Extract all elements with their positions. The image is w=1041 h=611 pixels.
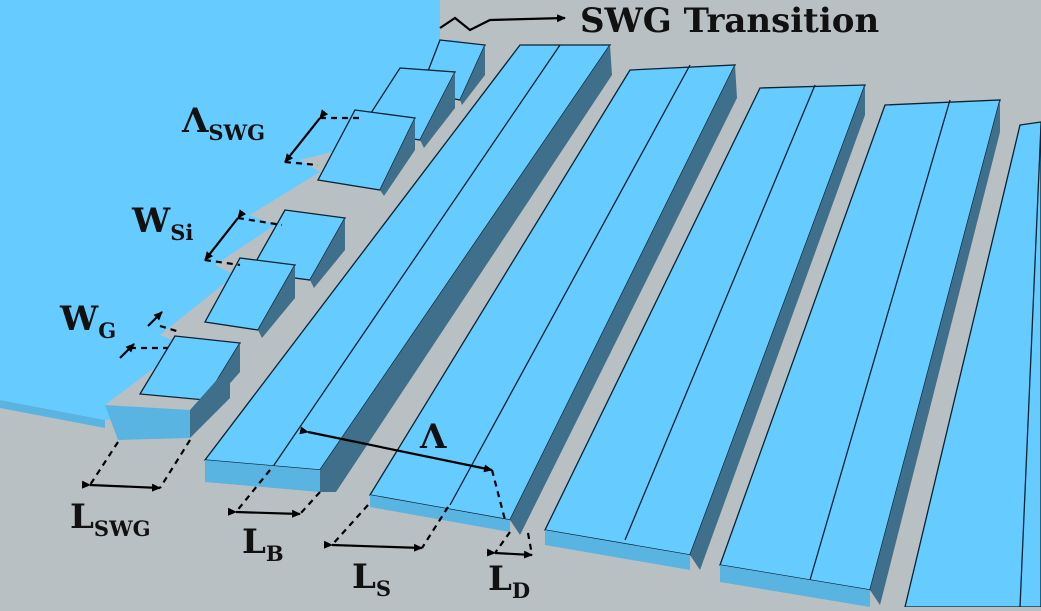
l-d-label: LD <box>488 559 530 603</box>
swg-transition-label: SWG Transition <box>580 1 879 41</box>
w-g-label: WG <box>59 299 116 343</box>
lambda-period-label: Λ <box>419 417 447 457</box>
l-s-label: LS <box>352 557 391 601</box>
swg-teeth <box>105 39 486 440</box>
w-si-label: WSi <box>131 201 193 245</box>
l-swg-label: LSWG <box>70 497 151 541</box>
annotation-lines <box>81 14 566 559</box>
l-b-label: LB <box>242 522 284 566</box>
grating-periods <box>203 44 1041 608</box>
lambda-swg-label: ΛSWG <box>181 101 265 145</box>
